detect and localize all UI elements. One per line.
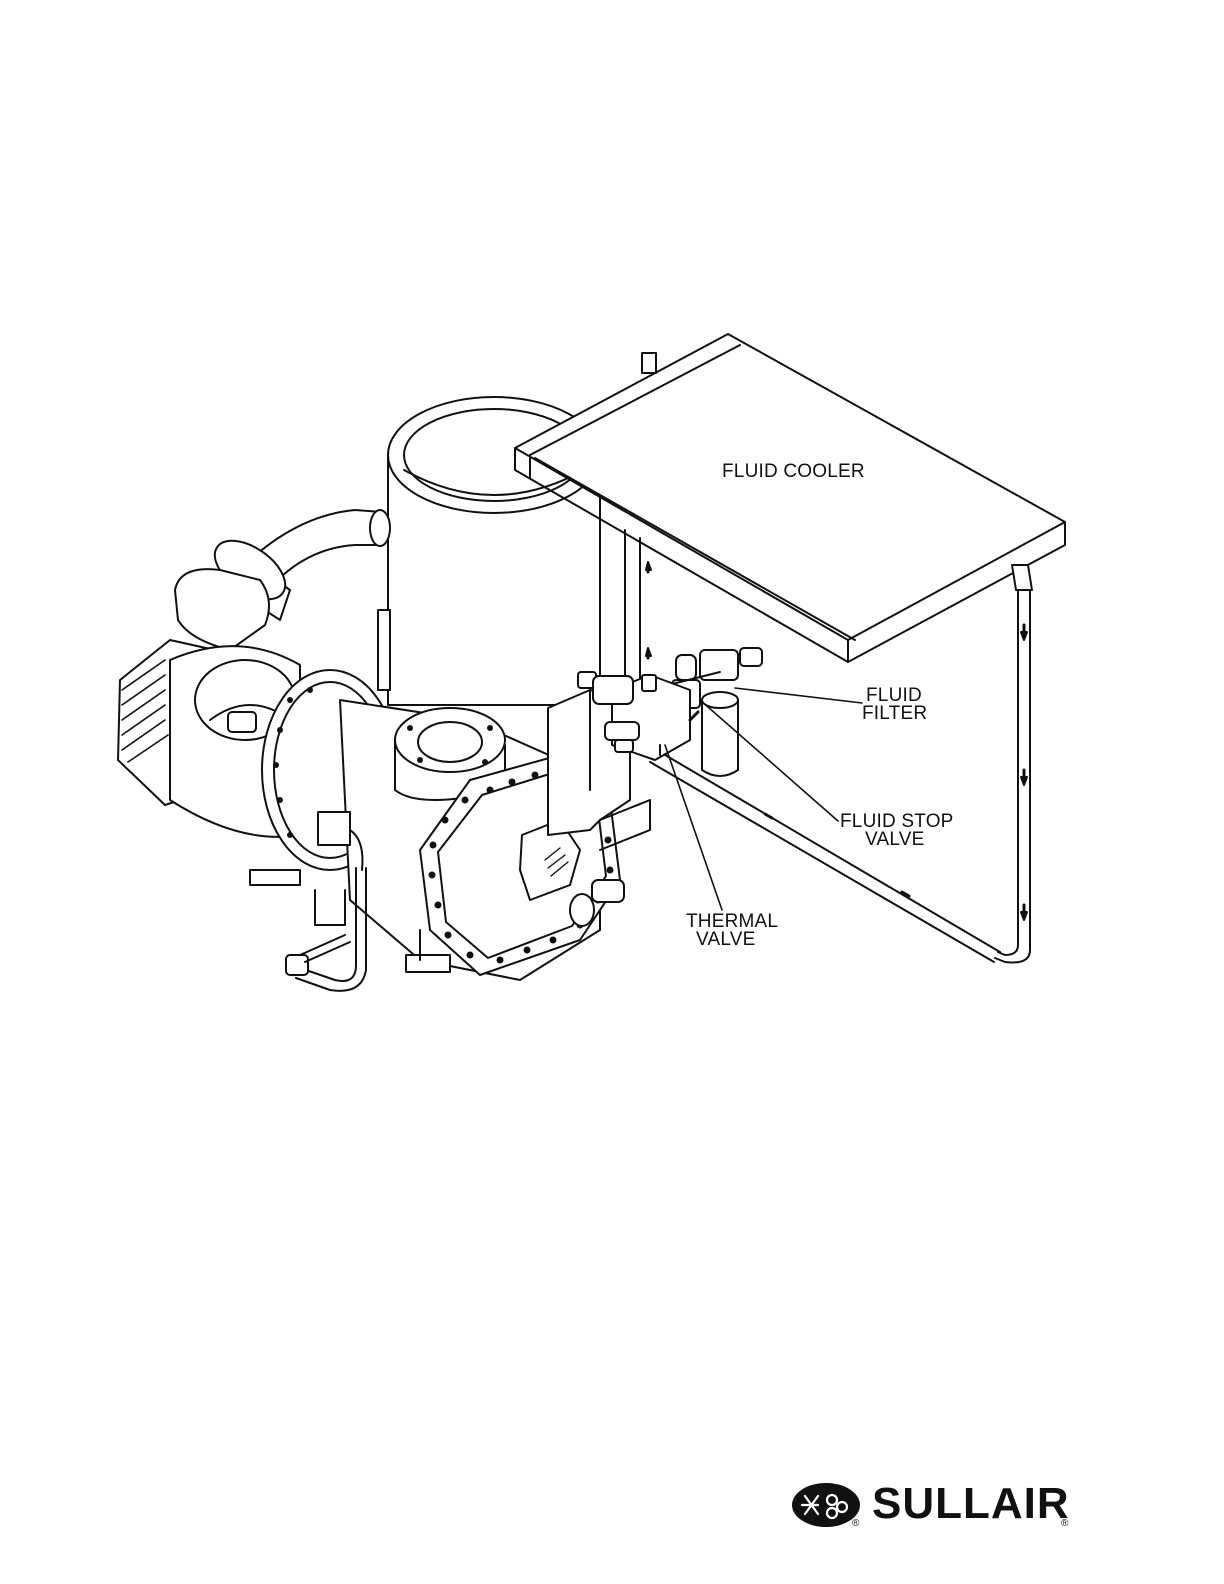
cooler-supply-pipe <box>625 530 651 690</box>
thermal-valve-label-line2: VALVE <box>696 930 755 950</box>
fluid-filter-label-line2: FILTER <box>862 704 927 724</box>
fluid-cooler-label: FLUID COOLER <box>722 462 865 482</box>
brand-name: SULLAIR <box>872 1478 1070 1530</box>
brand-registered-mark: ® <box>1061 1518 1068 1529</box>
leader-lines <box>665 688 862 910</box>
fluid-stop-valve-label-line2: VALVE <box>865 830 924 850</box>
brand-registered-mark: ® <box>852 1518 859 1529</box>
sullair-logo-mark <box>792 1483 860 1527</box>
